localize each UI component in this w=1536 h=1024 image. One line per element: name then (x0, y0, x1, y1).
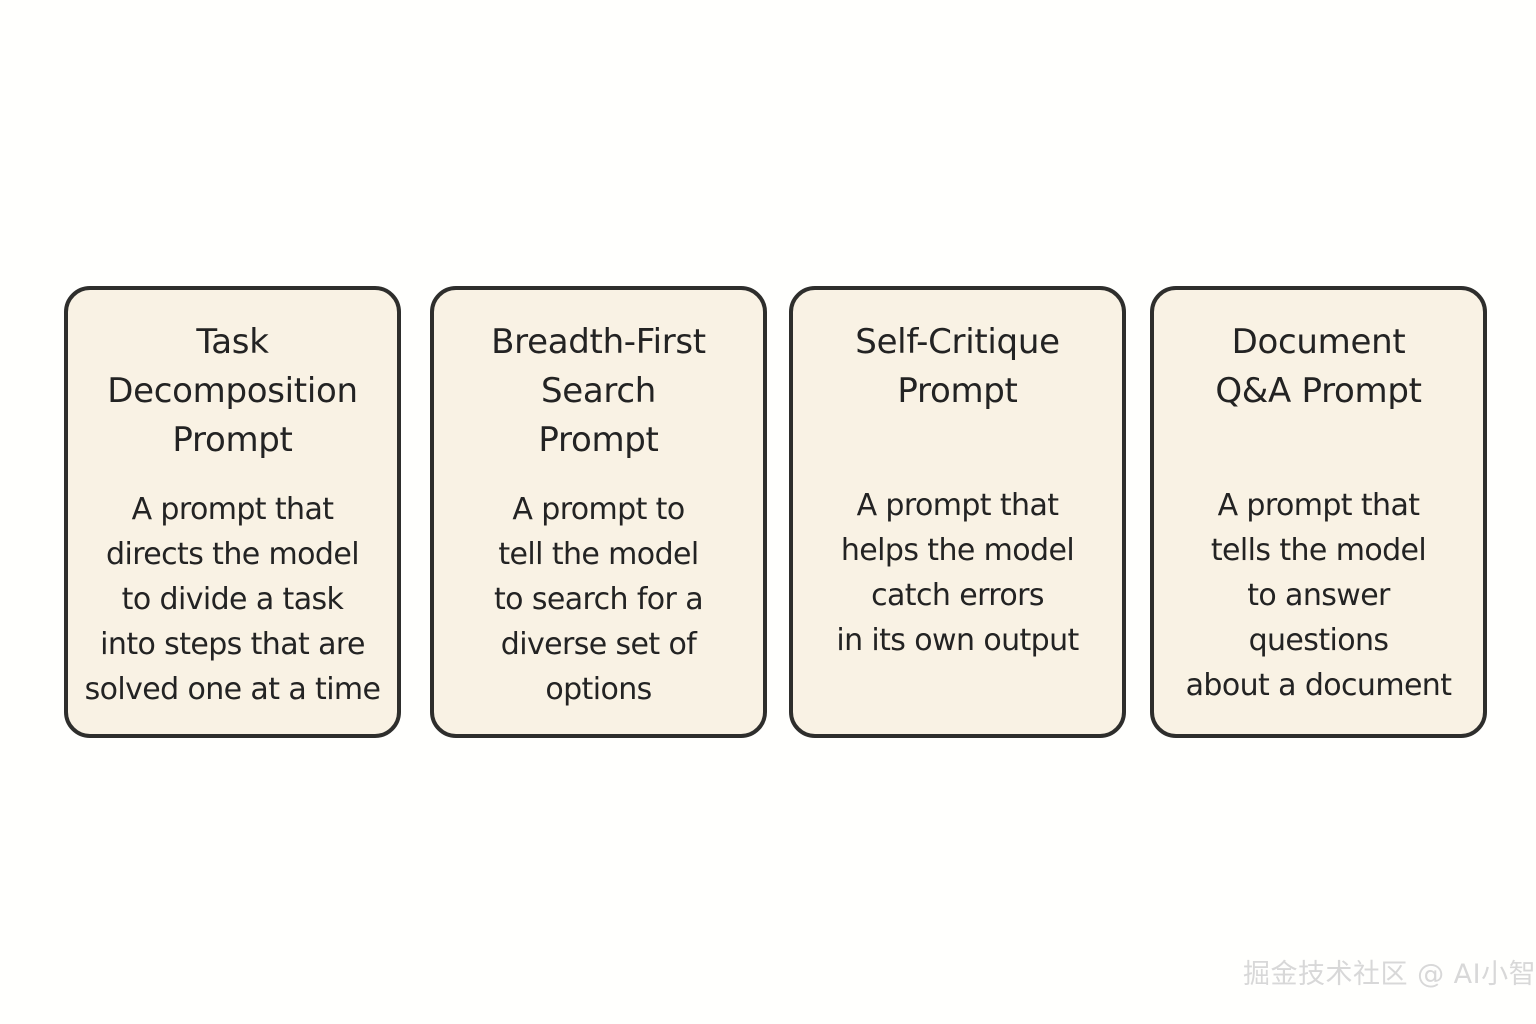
card-self-critique[interactable]: Self-Critique Prompt A prompt that helps… (789, 286, 1126, 738)
watermark: 掘金技术社区 @ AI小智 (1243, 959, 1536, 990)
card-title: Document Q&A Prompt (1215, 322, 1422, 411)
card-task-decomposition[interactable]: Task Decomposition Prompt A prompt that … (64, 286, 401, 738)
card-description: A prompt that tells the model to answer … (1185, 488, 1452, 703)
card-title: Self-Critique Prompt (855, 322, 1060, 411)
card-document-qa[interactable]: Document Q&A Prompt A prompt that tells … (1150, 286, 1487, 738)
card-description: A prompt that directs the model to divid… (84, 492, 381, 707)
card-description: A prompt to tell the model to search for… (493, 492, 704, 707)
card-title: Breadth-First Search Prompt (491, 322, 706, 460)
card-title: Task Decomposition Prompt (107, 322, 358, 460)
card-breadth-first-search[interactable]: Breadth-First Search Prompt A prompt to … (430, 286, 767, 738)
card-description: A prompt that helps the model catch erro… (836, 488, 1079, 658)
